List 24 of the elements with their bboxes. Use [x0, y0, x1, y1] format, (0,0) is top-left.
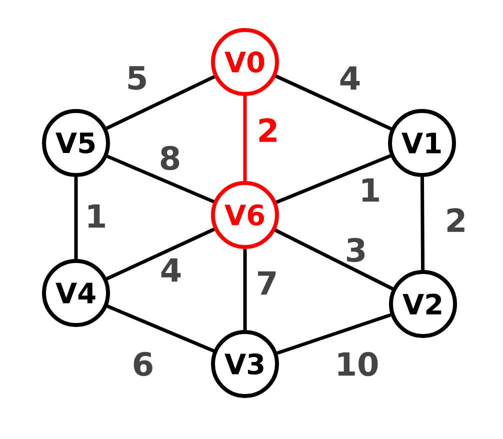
- edge-label: 4: [340, 66, 360, 90]
- edge-line: [275, 74, 392, 130]
- edge-line: [74, 177, 78, 259]
- edge-label: 2: [259, 118, 276, 142]
- edge-label: 3: [347, 238, 365, 262]
- edge-label: 1: [362, 178, 379, 202]
- edge-label: 2: [447, 208, 464, 232]
- edge-label: 4: [161, 258, 181, 282]
- edge-line: [420, 176, 425, 270]
- edge-label: 8: [160, 146, 180, 170]
- edge-label: 7: [258, 271, 276, 295]
- edge-line: [276, 154, 392, 204]
- edge-line: [106, 154, 214, 204]
- edge-line: [106, 304, 214, 352]
- edge-label: 1: [88, 204, 105, 228]
- edge-label: 10: [338, 352, 378, 376]
- edge-line: [243, 96, 247, 181]
- edge-line: [276, 313, 392, 355]
- edge-line: [106, 228, 215, 280]
- edge-line: [243, 249, 247, 330]
- edge-label: 5: [128, 66, 146, 90]
- edge-line: [106, 75, 216, 130]
- edge-line: [274, 228, 394, 290]
- edge-label: 6: [134, 352, 152, 376]
